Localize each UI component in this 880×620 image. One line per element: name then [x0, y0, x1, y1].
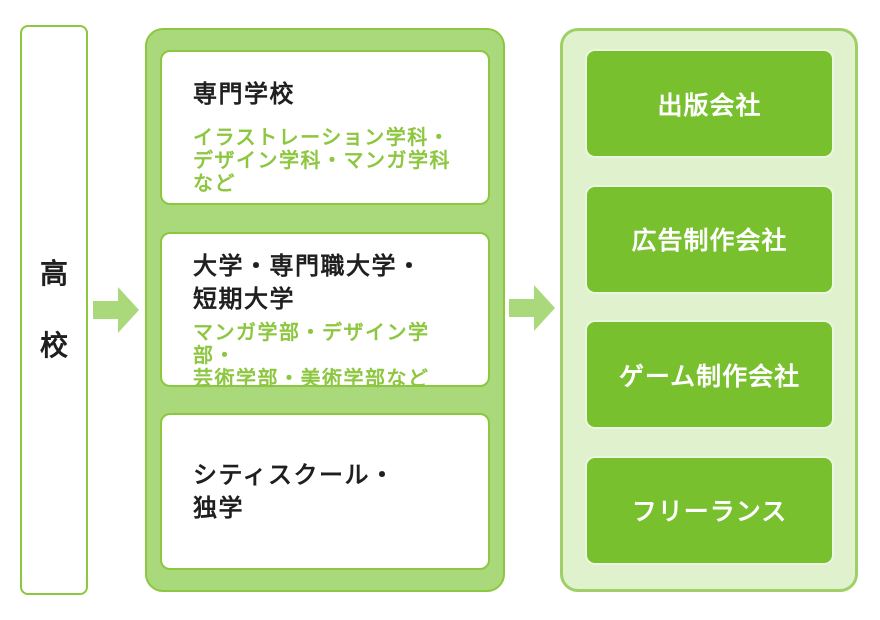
education-box-selfstudy: シティスクール・ 独学 — [160, 413, 490, 570]
arrow-right-icon — [509, 285, 555, 331]
high-school-box: 高 校 — [20, 25, 88, 595]
career-box-freelance: フリーランス — [585, 455, 834, 565]
education-box-title: 専門学校 — [193, 81, 295, 108]
education-box-university: 大学・専門職大学・ 短期大学 マンガ学部・デザイン学部・ 芸術学部・美術学部など — [160, 231, 490, 390]
high-school-label: 高 校 — [39, 258, 68, 361]
education-box-subtitle: マンガ学部・デザイン学部・ 芸術学部・美術学部など — [193, 321, 430, 390]
career-box-label: 出版会社 — [657, 91, 762, 120]
career-box-publishing-company: 出版会社 — [585, 49, 834, 158]
education-box-vocational-school: 専門学校 イラストレーション学科・ デザイン学科・マンガ学科など — [160, 50, 490, 205]
career-box-label: 広告制作会社 — [631, 227, 788, 256]
career-box-advertising-company: 広告制作会社 — [585, 184, 834, 294]
education-box-title: シティスクール・ 独学 — [193, 461, 396, 522]
career-box-label: フリーランス — [631, 498, 788, 527]
career-box-label: ゲーム制作会社 — [618, 362, 801, 391]
arrow-right-icon — [93, 287, 139, 333]
education-box-title: 大学・専門職大学・ 短期大学 — [193, 252, 423, 313]
career-options-panel: 出版会社 広告制作会社 ゲーム制作会社 フリーランス — [560, 28, 858, 592]
education-box-subtitle: イラストレーション学科・ デザイン学科・マンガ学科など — [193, 127, 451, 195]
career-box-game-company: ゲーム制作会社 — [585, 320, 834, 430]
education-options-panel: 専門学校 イラストレーション学科・ デザイン学科・マンガ学科など 大学・専門職大… — [145, 28, 505, 592]
